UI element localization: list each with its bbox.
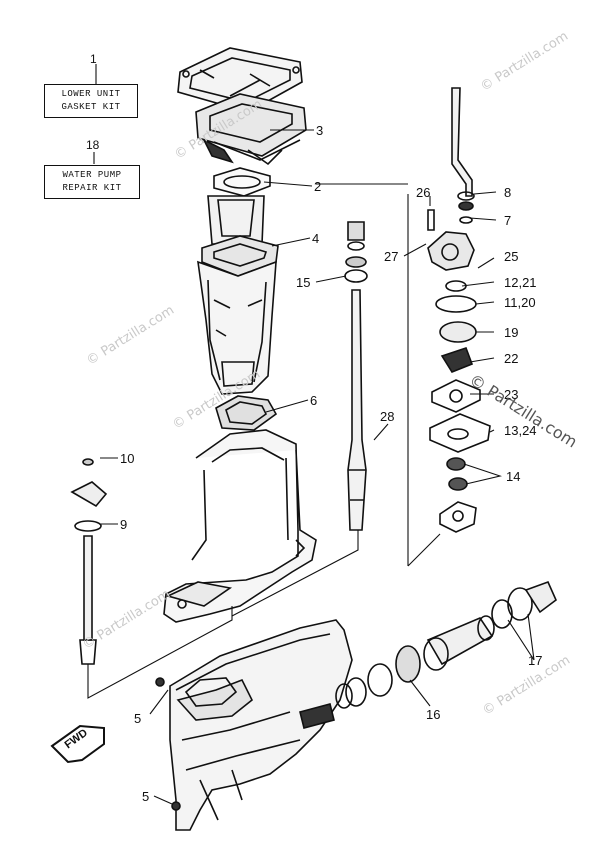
kit-line: WATER PUMP	[62, 170, 122, 180]
callout-6: 6	[310, 393, 318, 408]
bolt-5-upper	[155, 677, 165, 687]
fwd-arrow-icon	[50, 724, 105, 764]
kit-number-1: 1	[90, 52, 97, 66]
callout-11-20: 11,20	[504, 295, 536, 310]
leader-lines	[87, 64, 535, 805]
water-pump-kit-label: WATER PUMP REPAIR KIT	[44, 165, 140, 200]
callout-2: 2	[314, 179, 322, 194]
shift-rod	[70, 458, 108, 665]
callout-17: 17	[528, 653, 543, 668]
kit-line: GASKET KIT	[61, 102, 121, 113]
plate-2	[213, 167, 271, 197]
callout-25: 25	[504, 249, 519, 264]
callout-28: 28	[380, 409, 395, 424]
callout-23: 23	[504, 387, 519, 402]
exhaust-guide-4	[201, 195, 279, 277]
kit-number-18: 18	[86, 138, 100, 152]
callout-22: 22	[504, 351, 519, 366]
callout-9: 9	[120, 517, 128, 532]
callout-14: 14	[506, 469, 521, 484]
kit-line: REPAIR KIT	[62, 183, 122, 194]
callout-13-24: 13,24	[504, 423, 537, 438]
top-cover-gasket	[177, 47, 303, 113]
callout-4: 4	[312, 231, 320, 246]
gasket-kit-label: LOWER UNIT GASKET KIT	[44, 84, 138, 119]
callout-10: 10	[120, 451, 135, 466]
drive-shaft	[344, 221, 368, 531]
callout-3: 3	[316, 123, 324, 138]
gasket-3	[195, 93, 307, 166]
callout-7: 7	[504, 213, 512, 228]
upper-housing	[197, 260, 277, 395]
lower-casing	[163, 429, 317, 623]
callout-19: 19	[504, 325, 519, 340]
callout-5-lower: 5	[142, 789, 150, 804]
callout-26: 26	[416, 185, 431, 200]
callout-5-upper: 5	[134, 711, 142, 726]
gear-case	[169, 619, 353, 831]
propeller-shaft-parts	[335, 580, 557, 709]
bolt-5-lower	[171, 801, 181, 811]
callout-16: 16	[426, 707, 441, 722]
gasket-6	[215, 395, 278, 431]
water-tube	[427, 87, 475, 231]
callout-12-21: 12,21	[504, 275, 537, 290]
kit-line: LOWER UNIT	[61, 89, 121, 99]
callout-27: 27	[384, 249, 399, 264]
callout-8: 8	[504, 185, 512, 200]
callout-15: 15	[296, 275, 311, 290]
